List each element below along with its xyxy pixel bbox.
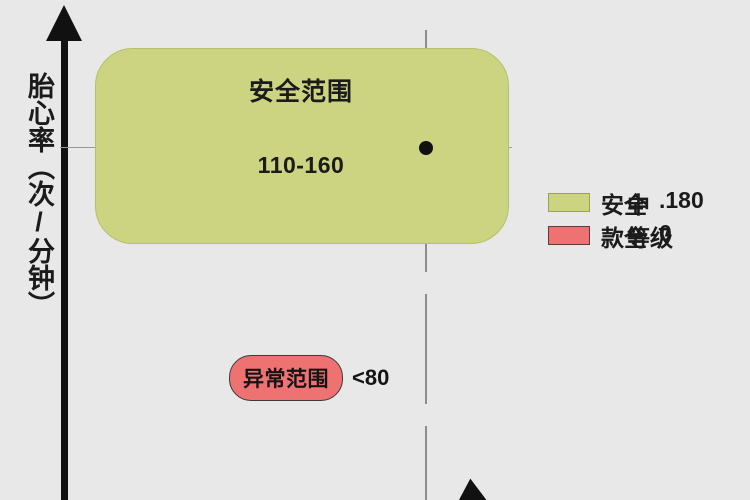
green-square-icon [548, 193, 590, 212]
y-axis-line [61, 30, 68, 500]
legend-label-overlay-2: .180 [659, 186, 704, 213]
legend-item-label: 安全 中 .180 [601, 186, 704, 220]
data-point-marker [419, 141, 433, 155]
y-axis-title: 胎心率（次/分钟） [24, 72, 54, 318]
legend-label-base: 安全 [601, 191, 647, 218]
legend-item-label: 款全 等级 0 [601, 219, 673, 253]
abnormal-range-label: 异常范围 [243, 368, 329, 391]
legend: 安全 中 .180 款全 等级 0 [548, 186, 704, 253]
safe-range-label: 安全范围 [248, 78, 353, 106]
safe-range-value: 110-160 [257, 152, 345, 178]
legend-label-overlay-2: 0 [659, 219, 672, 246]
safe-range-box [95, 48, 509, 244]
vertical-dashed-gridline [425, 30, 427, 500]
legend-item: 款全 等级 0 [548, 219, 673, 253]
legend-label-overlay: 等级 [627, 224, 673, 251]
legend-label-base: 款全 [601, 224, 647, 251]
legend-item: 安全 中 .180 [548, 186, 704, 220]
red-square-icon [548, 226, 590, 245]
arrow-right-icon [457, 478, 497, 500]
abnormal-range-value: <80 [352, 365, 390, 390]
legend-label-overlay: 中 [627, 191, 650, 218]
abnormal-range-pill: 异常范围 [229, 355, 343, 401]
